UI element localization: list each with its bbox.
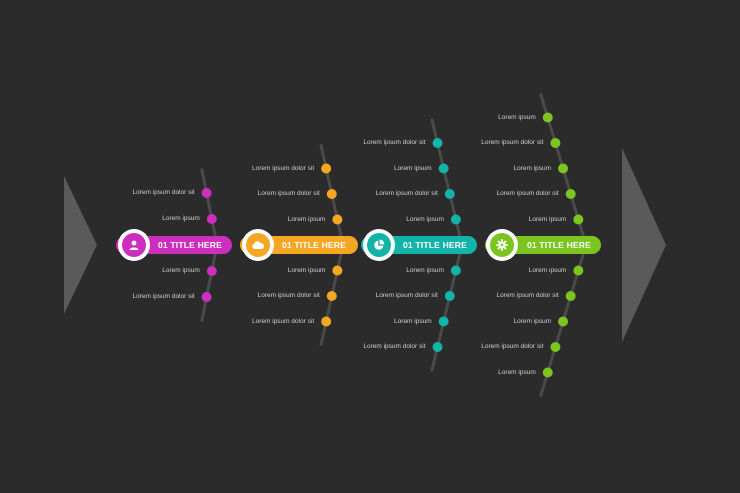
bone-dot	[573, 265, 584, 276]
bone-dot	[332, 214, 343, 225]
cause-label: Lorem ipsum dolor sit	[257, 292, 320, 299]
stage-badge	[242, 229, 274, 261]
bone-dot	[201, 292, 212, 302]
stage-title: 01 TITLE HERE	[527, 240, 592, 250]
bone-dot	[550, 138, 561, 148]
cause-label: Lorem ipsum dolor sit	[363, 139, 426, 146]
head-arrow	[622, 148, 666, 342]
bone-dot	[558, 316, 569, 327]
stage-title: 01 TITLE HERE	[282, 240, 347, 250]
cause-label: Lorem ipsum dolor sit	[252, 317, 315, 325]
cause-label: Lorem ipsum dolor sit	[363, 343, 426, 350]
cause-label: Lorem ipsum dolor sit	[375, 190, 438, 197]
cause-label: Lorem ipsum dolor sit	[257, 190, 320, 197]
cause-label: Lorem ipsum dolor sit	[375, 292, 438, 299]
cause-label: Lorem ipsum	[394, 317, 432, 325]
cause-label: Lorem ipsum dolor sit	[481, 139, 544, 146]
cause-label: Lorem ipsum dolor sit	[481, 343, 544, 350]
bone-dot	[565, 291, 576, 301]
bone-dot	[444, 189, 455, 199]
bone-dot	[332, 265, 343, 276]
bone-dot	[438, 316, 449, 327]
user-icon	[122, 233, 146, 257]
stage-title: 01 TITLE HERE	[403, 240, 468, 250]
stage-badge	[363, 229, 395, 261]
bone-dot	[432, 138, 443, 148]
cause-label: Lorem ipsum dolor sit	[496, 190, 559, 197]
bone-dot	[550, 342, 561, 352]
bone-dot	[206, 266, 217, 276]
cause-label: Lorem ipsum	[162, 267, 200, 274]
bone-dot	[450, 214, 461, 225]
cause-label: Lorem ipsum	[287, 215, 326, 223]
cause-label: Lorem ipsum dolor sit	[252, 164, 315, 172]
bone-dot	[438, 163, 449, 174]
bone-dot	[201, 188, 212, 198]
bone-dot	[558, 163, 569, 174]
cause-label: Lorem ipsum dolor sit	[132, 189, 195, 196]
cause-label: Lorem ipsum	[406, 266, 444, 274]
bone-dot	[450, 265, 461, 276]
cause-label: Lorem ipsum	[287, 266, 326, 274]
bone-dot	[326, 291, 337, 301]
cause-label: Lorem ipsum	[498, 113, 536, 121]
bone-dot	[321, 316, 332, 327]
bone-dot	[542, 112, 553, 123]
bone-dot	[573, 214, 584, 225]
cause-label: Lorem ipsum	[513, 317, 552, 325]
cloud-icon	[246, 233, 270, 257]
pie-chart-icon	[367, 233, 391, 257]
cause-label: Lorem ipsum	[394, 164, 432, 172]
cause-label: Lorem ipsum dolor sit	[132, 293, 195, 300]
cause-label: Lorem ipsum	[406, 215, 444, 223]
cause-label: Lorem ipsum	[528, 215, 567, 223]
stage-badge	[486, 229, 518, 261]
cause-label: Lorem ipsum	[513, 164, 552, 172]
bone-dot	[321, 163, 332, 174]
cause-label: Lorem ipsum dolor sit	[496, 292, 559, 299]
cause-label: Lorem ipsum	[528, 266, 567, 274]
bone-dot	[326, 189, 337, 199]
bone-dot	[432, 342, 443, 352]
bone-dot	[206, 214, 217, 224]
gear-icon	[490, 233, 514, 257]
bone-dot	[444, 291, 455, 301]
bone-dot	[565, 189, 576, 199]
cause-label: Lorem ipsum	[498, 368, 536, 376]
bone-dot	[542, 367, 553, 378]
cause-label: Lorem ipsum	[162, 215, 200, 222]
stage-badge	[118, 229, 150, 261]
stage-title: 01 TITLE HERE	[158, 240, 223, 250]
tail-arrow	[64, 176, 97, 314]
